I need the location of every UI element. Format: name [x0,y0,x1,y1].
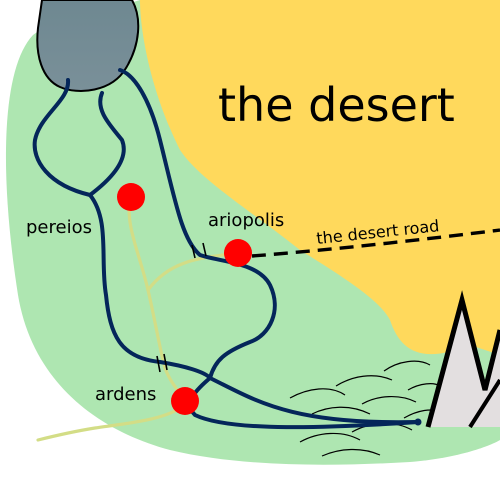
city-dot-icon[interactable] [224,239,252,267]
city-dot-icon[interactable] [117,183,145,211]
region-label-desert: the desert [218,78,455,132]
city-label-ardens: ardens [95,384,156,405]
bridge-icon [156,242,207,373]
desert-region [140,0,500,355]
mountain-range-icon [425,290,500,429]
river-mouth [414,418,422,426]
river-system [32,68,420,430]
desert-road [251,228,500,258]
city-label-pereios: pereios [26,217,92,238]
city-label-ariopolis: ariopolis [208,210,284,231]
northern-mountain [36,0,140,92]
city-dot-icon[interactable] [171,387,199,415]
